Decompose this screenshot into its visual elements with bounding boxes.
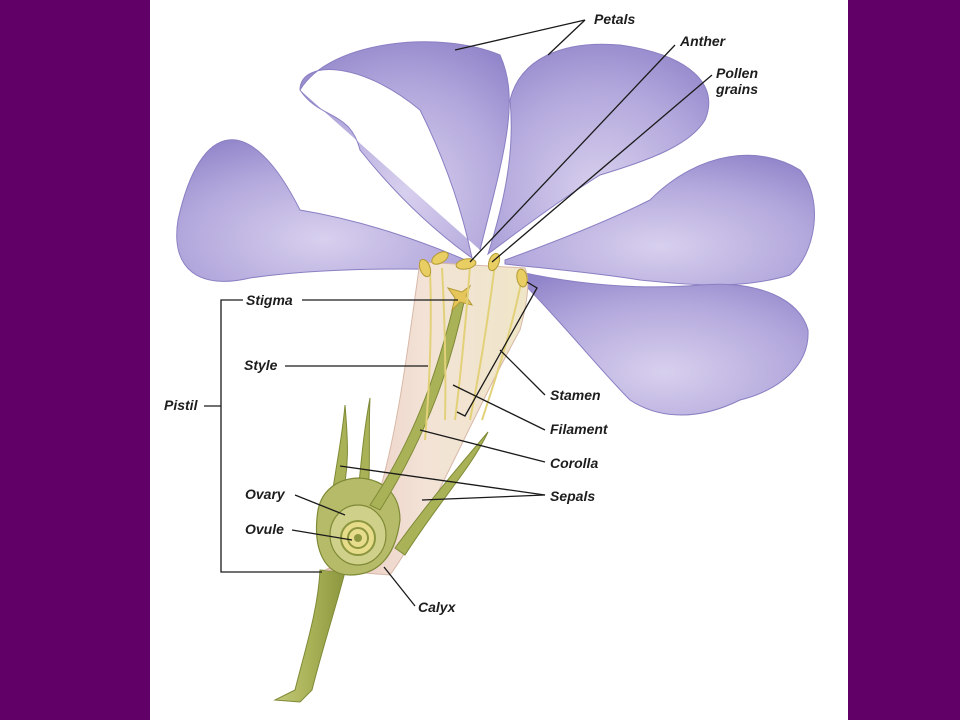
label-calyx: Calyx — [418, 599, 457, 615]
label-stamen: Stamen — [550, 387, 601, 403]
label-ovary: Ovary — [245, 486, 286, 502]
label-pollen-line1: Pollen — [716, 65, 758, 81]
left-frame-bar — [0, 0, 150, 720]
petal-right — [504, 154, 815, 286]
sepal-right — [394, 431, 489, 556]
petal-upper-right — [487, 43, 710, 256]
label-corolla: Corolla — [550, 455, 598, 471]
label-sepals: Sepals — [550, 488, 595, 504]
label-style: Style — [244, 357, 278, 373]
label-filament: Filament — [550, 421, 609, 437]
label-anther: Anther — [679, 33, 727, 49]
petal-lower-right — [519, 271, 809, 416]
petal-upper-left — [299, 41, 510, 260]
right-frame-bar — [848, 0, 960, 720]
stigma — [446, 284, 474, 312]
stem — [273, 569, 346, 703]
label-stigma: Stigma — [246, 292, 293, 308]
label-petals: Petals — [594, 11, 635, 27]
label-pollen-line2: grains — [715, 81, 758, 97]
label-ovule: Ovule — [245, 521, 284, 537]
anthers — [418, 251, 528, 288]
leader-lines — [204, 19, 713, 607]
label-pistil: Pistil — [164, 397, 199, 413]
style — [369, 299, 465, 511]
petal-left — [176, 139, 471, 282]
